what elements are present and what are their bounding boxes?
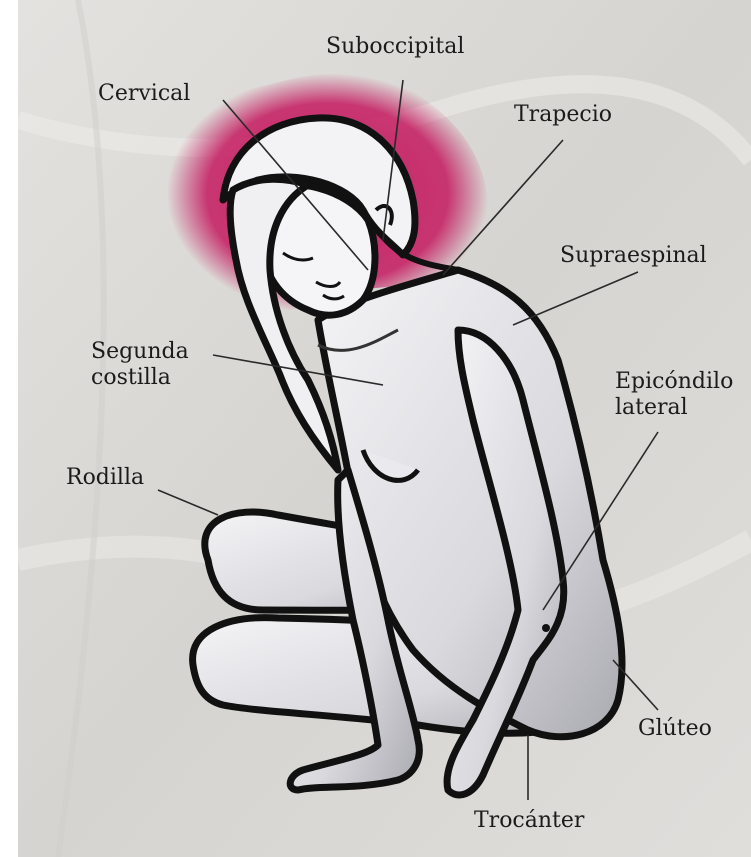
label-gluteo: Glúteo [638, 716, 712, 742]
diagram-canvas: Suboccipital Cervical Trapecio Supraespi… [18, 0, 751, 857]
label-suboccipital: Suboccipital [326, 34, 464, 60]
label-epicondilo-line2: lateral [615, 395, 733, 421]
label-cervical: Cervical [98, 81, 190, 107]
label-segunda-costilla: Segunda costilla [91, 339, 189, 391]
label-rodilla: Rodilla [66, 465, 144, 491]
label-supraespinal: Supraespinal [560, 243, 707, 269]
label-trocanter: Trocánter [474, 808, 584, 834]
label-segunda-line2: costilla [91, 365, 189, 391]
label-segunda-line1: Segunda [91, 339, 189, 365]
label-trapecio: Trapecio [514, 102, 612, 128]
label-epicondilo-lateral: Epicóndilo lateral [615, 369, 733, 421]
label-epicondilo-line1: Epicóndilo [615, 369, 733, 395]
